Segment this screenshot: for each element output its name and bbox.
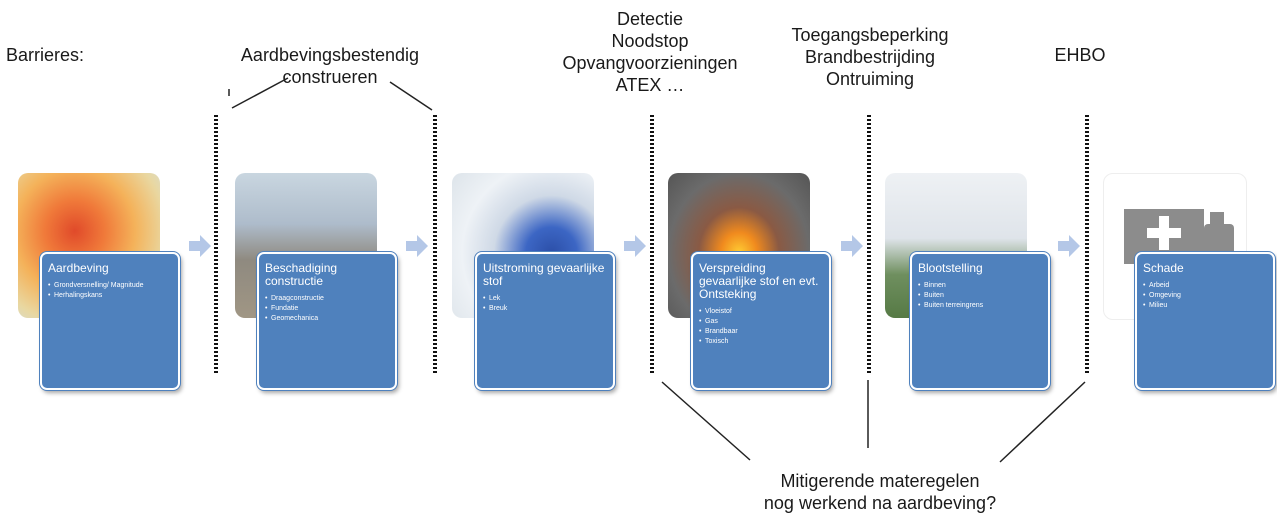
arrow-icon bbox=[189, 235, 211, 257]
stage-item: Toxisch bbox=[699, 337, 823, 347]
stage-item: Binnen bbox=[918, 281, 1042, 291]
arrow-icon bbox=[406, 235, 428, 257]
stage-card-release: Uitstroming gevaarlijke stof Lek Breuk bbox=[475, 252, 615, 390]
stage-title: Blootstelling bbox=[918, 261, 983, 275]
barrier-line-3 bbox=[650, 115, 654, 373]
stage-item: Buiten bbox=[918, 291, 1042, 301]
stage-item: Breuk bbox=[483, 304, 607, 314]
barrier-line-2 bbox=[433, 115, 437, 373]
stage-item: Brandbaar bbox=[699, 327, 823, 337]
stage-card-exposure: Blootstelling Binnen Buiten Buiten terre… bbox=[910, 252, 1050, 390]
stage-item: Omgeving bbox=[1143, 291, 1267, 301]
barrier-text-construction: Aardbevingsbestendig construeren bbox=[240, 45, 420, 87]
stage-title: Verspreiding gevaarlijke stof en evt. On… bbox=[699, 261, 819, 301]
stage-item: Geomechanica bbox=[265, 314, 389, 324]
stage-item: Lek bbox=[483, 294, 607, 304]
stage-card-dispersion: Verspreiding gevaarlijke stof en evt. On… bbox=[691, 252, 831, 390]
stage-item: Draagconstructie bbox=[265, 294, 389, 304]
barrier-line-5 bbox=[1085, 115, 1089, 373]
stage-title: Aardbeving bbox=[48, 261, 109, 275]
barrier-text-first-aid: EHBO bbox=[1054, 45, 1106, 65]
stage-item: Buiten terreingrens bbox=[918, 301, 1042, 311]
barrier-text-access: Toegangsbeperking Brandbestrijding Ontru… bbox=[791, 25, 949, 89]
stage-item: Vloeistof bbox=[699, 307, 823, 317]
stage-item: Fundatie bbox=[265, 304, 389, 314]
stage-card-damage: Schade Arbeid Omgeving Milieu bbox=[1135, 252, 1275, 390]
stage-item: Gas bbox=[699, 317, 823, 327]
arrow-icon bbox=[1058, 235, 1080, 257]
barriers-label: Barrieres: bbox=[6, 45, 85, 65]
stage-item: Herhalingskans bbox=[48, 291, 172, 301]
barrier-line-4 bbox=[867, 115, 871, 373]
stage-item: Arbeid bbox=[1143, 281, 1267, 291]
arrow-icon bbox=[841, 235, 863, 257]
arrow-icon bbox=[624, 235, 646, 257]
stage-title: Beschadiging constructie bbox=[265, 261, 338, 288]
stage-card-construction-damage: Beschadiging constructie Draagconstructi… bbox=[257, 252, 397, 390]
barrier-line-1 bbox=[214, 115, 218, 373]
stage-title: Uitstroming gevaarlijke stof bbox=[483, 261, 605, 288]
stage-item: Grondversnelling/ Magnitude bbox=[48, 281, 172, 291]
stage-card-earthquake: Aardbeving Grondversnelling/ Magnitude H… bbox=[40, 252, 180, 390]
stage-title: Schade bbox=[1143, 261, 1184, 275]
mitigation-question: Mitigerende materegelen nog werkend na a… bbox=[763, 471, 997, 513]
stage-item: Milieu bbox=[1143, 301, 1267, 311]
barrier-text-detection: Detectie Noodstop Opvangvoorzieningen AT… bbox=[562, 9, 738, 95]
